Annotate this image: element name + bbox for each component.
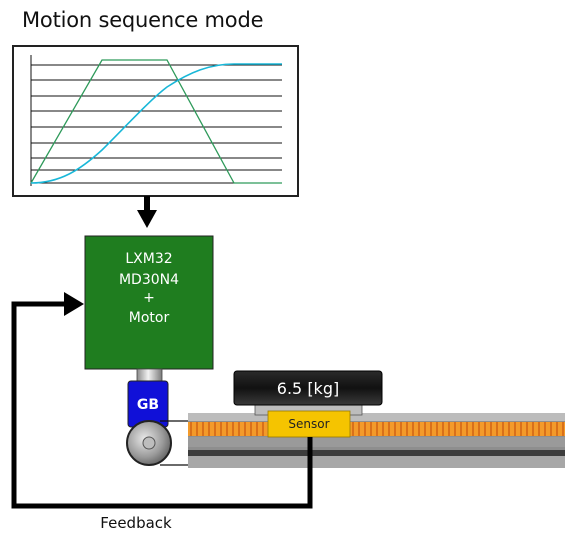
feedback-arrow-icon bbox=[64, 292, 84, 316]
feedback-label: Feedback bbox=[100, 514, 172, 532]
sensor-label: Sensor bbox=[288, 417, 329, 431]
controller-line-2: MD30N4 bbox=[119, 272, 179, 288]
feedback-loop-line bbox=[11, 292, 313, 509]
motion-profile-graph bbox=[12, 45, 299, 197]
controller-block bbox=[84, 235, 214, 370]
controller-line-3: + bbox=[143, 290, 155, 306]
load-weight-label: 6.5 [kg] bbox=[277, 379, 339, 398]
pulley-wheel-icon bbox=[126, 420, 172, 466]
down-arrow-icon bbox=[137, 196, 157, 228]
velocity-profile-line bbox=[30, 59, 282, 184]
sensor-block bbox=[267, 410, 351, 438]
motor-shaft bbox=[136, 368, 163, 382]
diagram-title: Motion sequence mode bbox=[22, 8, 264, 32]
linear-rail bbox=[188, 413, 565, 468]
controller-line-4: Motor bbox=[129, 310, 170, 326]
gearbox-label: GB bbox=[137, 397, 159, 413]
controller-line-1: LXM32 bbox=[125, 251, 172, 267]
load-weight-block bbox=[233, 370, 383, 406]
position-profile-curve bbox=[30, 63, 282, 184]
